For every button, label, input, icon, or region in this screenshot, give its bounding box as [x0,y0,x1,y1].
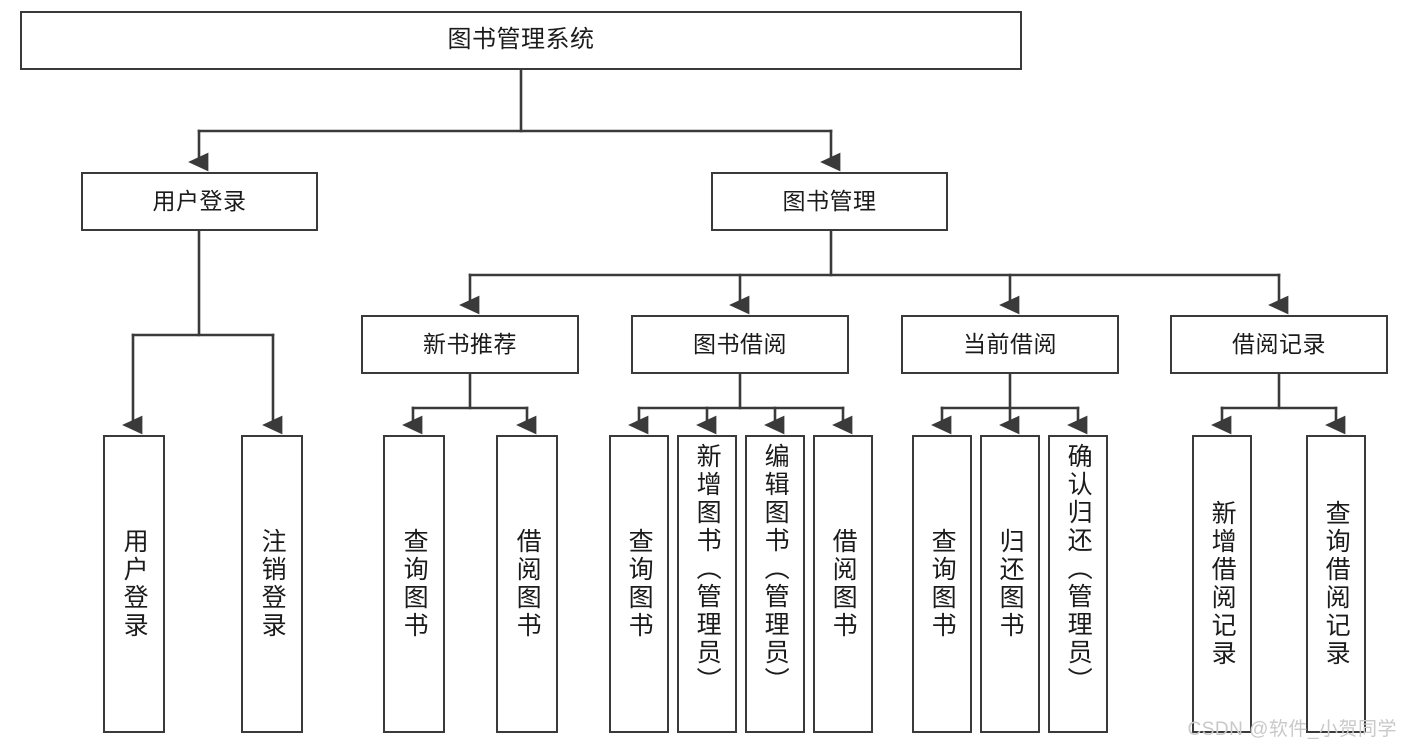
node-label: 查询借阅记录 [1322,500,1351,668]
node-label: 新书推荐 [423,330,517,357]
node-current-borrow[interactable]: 当前借阅 [901,315,1119,374]
node-label: 用户登录 [120,528,149,640]
node-leaf-confirm-return[interactable]: 确认归还（管理员） [1048,435,1108,733]
node-label: 编辑图书（管理员） [761,443,790,695]
node-label: 当前借阅 [963,330,1057,357]
node-book-manage[interactable]: 图书管理 [711,172,948,231]
node-leaf-user-login[interactable]: 用户登录 [103,435,165,733]
node-borrow-record[interactable]: 借阅记录 [1170,315,1388,374]
watermark: CSDN @软件_小贺同学 [1187,719,1397,740]
node-label: 查询图书 [928,528,957,640]
node-label: 用户登录 [152,187,247,214]
node-leaf-add-book[interactable]: 新增图书（管理员） [677,435,737,733]
node-label: 归还图书 [996,528,1025,640]
node-root-system[interactable]: 图书管理系统 [20,11,1022,70]
node-leaf-add-record[interactable]: 新增借阅记录 [1192,435,1252,733]
node-book-borrow[interactable]: 图书借阅 [631,315,849,374]
node-leaf-query-book-1[interactable]: 查询图书 [383,435,445,733]
node-leaf-logout-login[interactable]: 注销登录 [241,435,303,733]
node-label: 新增图书（管理员） [693,443,722,695]
node-user-login[interactable]: 用户登录 [81,172,318,231]
node-label: 确认归还（管理员） [1064,443,1093,695]
node-label: 新增借阅记录 [1208,500,1237,668]
node-leaf-borrow-book-2[interactable]: 借阅图书 [813,435,873,733]
node-leaf-query-book-2[interactable]: 查询图书 [609,435,669,733]
node-new-book-recommend[interactable]: 新书推荐 [361,315,579,374]
node-label: 图书管理 [782,187,877,214]
node-label: 借阅图书 [829,528,858,640]
node-label: 借阅记录 [1232,330,1326,357]
node-label: 查询图书 [400,528,429,640]
node-leaf-query-record[interactable]: 查询借阅记录 [1306,435,1366,733]
node-label: 查询图书 [625,528,654,640]
node-label: 借阅图书 [513,528,542,640]
node-leaf-return-book[interactable]: 归还图书 [980,435,1040,733]
node-label: 注销登录 [258,528,287,640]
node-leaf-borrow-book-1[interactable]: 借阅图书 [496,435,558,733]
node-leaf-edit-book[interactable]: 编辑图书（管理员） [745,435,805,733]
node-label: 图书借阅 [693,330,787,357]
node-leaf-query-book-3[interactable]: 查询图书 [912,435,972,733]
node-label: 图书管理系统 [447,26,595,54]
